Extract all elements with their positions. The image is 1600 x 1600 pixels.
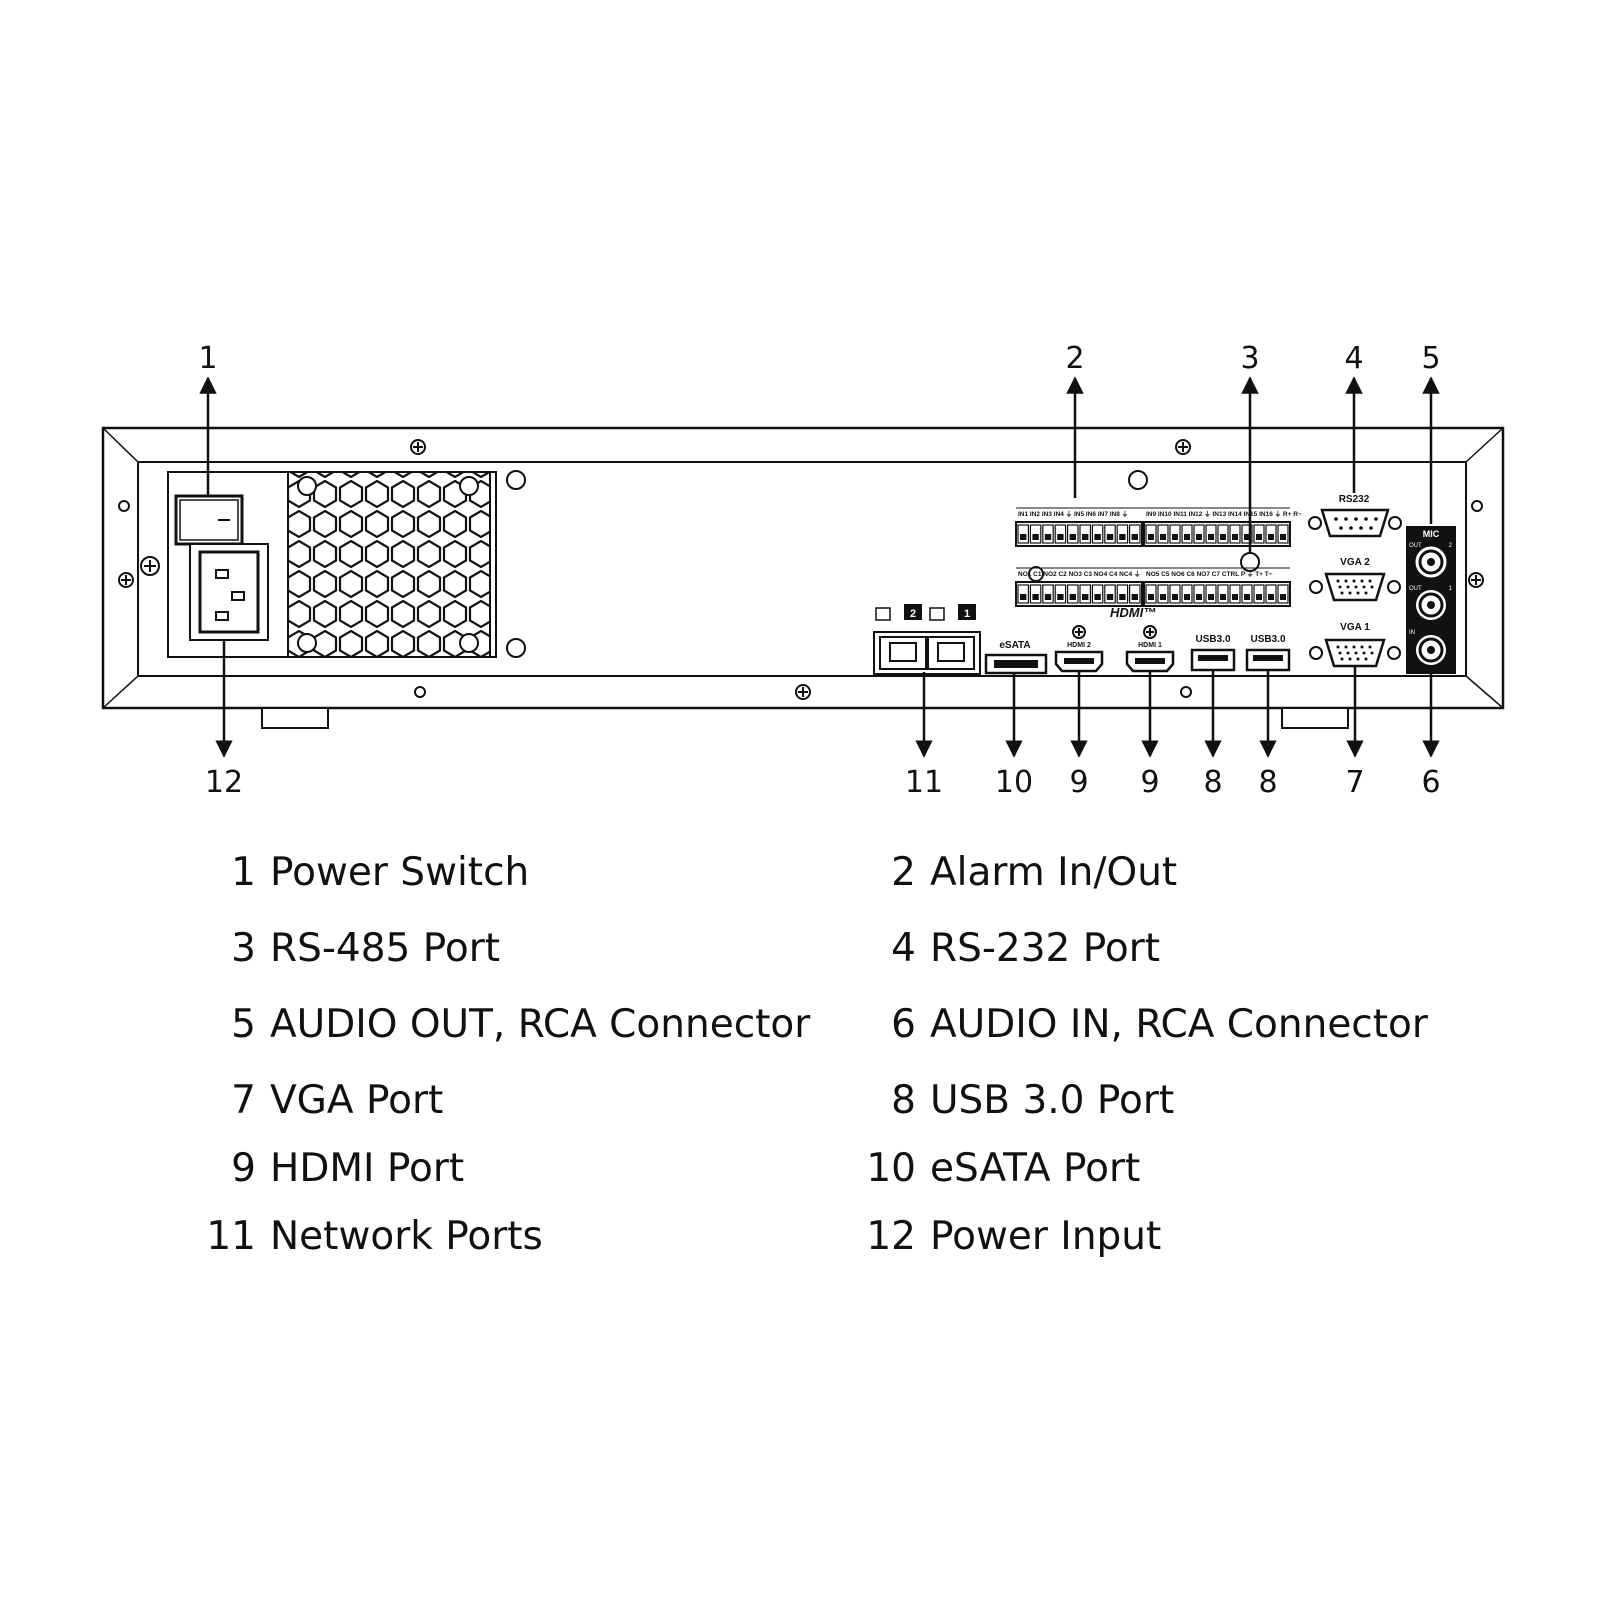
- network-ports: 2 1: [873, 604, 981, 675]
- callout-4: 4: [1344, 341, 1363, 376]
- vga2-connector: VGA 2: [1309, 557, 1401, 602]
- alarm-terminal-block: IN1 IN2 IN3 IN4 ⏚ IN5 IN6 IN7 IN8 ⏚ IN9 …: [1015, 507, 1302, 607]
- network-icon: [929, 607, 945, 621]
- terminal-screw: [1119, 534, 1126, 540]
- usb-ports: USB3.0 USB3.0: [1190, 634, 1291, 672]
- hdmi-logo: HDMI™: [1110, 605, 1156, 620]
- terminal-screw: [1184, 534, 1190, 540]
- terminal-screw: [1232, 534, 1238, 540]
- alarm-in-label-b: IN9 IN10 IN11 IN12 ⏚ IN13 IN14 IN15 IN16…: [1146, 510, 1302, 518]
- terminal-screw: [1057, 594, 1064, 600]
- terminal-screw: [1148, 534, 1154, 540]
- fan-grille: [287, 470, 526, 658]
- terminal-screw: [1184, 594, 1190, 600]
- terminal-screw: [1032, 594, 1039, 600]
- terminal-screw: [1220, 534, 1226, 540]
- callout-8b: 8: [1258, 765, 1277, 800]
- esata-port: eSATA: [984, 640, 1048, 675]
- terminal-screw: [1268, 594, 1274, 600]
- terminal-screw: [1220, 594, 1226, 600]
- callout-9b: 9: [1140, 765, 1159, 800]
- terminal-screw: [1244, 534, 1250, 540]
- terminal-screw: [1256, 594, 1262, 600]
- terminal-screw: [1094, 594, 1101, 600]
- usb-a-label: USB3.0: [1195, 634, 1230, 645]
- usb-b-label: USB3.0: [1250, 634, 1285, 645]
- terminal-screw: [1160, 534, 1166, 540]
- mic-label: MIC: [1423, 529, 1440, 539]
- callout-1: 1: [198, 341, 217, 376]
- callout-2: 2: [1065, 341, 1084, 376]
- terminal-screw: [1106, 534, 1114, 540]
- terminal-screw: [1082, 534, 1089, 540]
- terminal-screw: [1020, 534, 1027, 540]
- terminal-screw: [1069, 594, 1076, 600]
- alarm-out-label-a: NO1 C1 NO2 C2 NO3 C3 NO4 C4 NC4 ⏚: [1018, 570, 1140, 578]
- terminal-screw: [1172, 534, 1178, 540]
- callout-7: 7: [1345, 765, 1364, 800]
- lan1-label: 1: [964, 608, 970, 620]
- terminal-screw: [1280, 594, 1286, 600]
- callout-12: 12: [205, 765, 243, 800]
- rs232-connector: RS232: [1308, 494, 1402, 538]
- alarm-out-label-b: NO5 C5 NO6 C6 NO7 C7 CTRL P ⏚ T+ T−: [1146, 570, 1273, 578]
- terminal-screw: [1208, 534, 1214, 540]
- terminal-screw: [1057, 534, 1064, 540]
- callout-5: 5: [1421, 341, 1440, 376]
- terminal-screw: [1020, 594, 1027, 600]
- terminal-screw: [1106, 594, 1114, 600]
- callout-11: 11: [905, 765, 943, 800]
- terminal-screw: [1082, 594, 1089, 600]
- callout-10: 10: [995, 765, 1033, 800]
- terminal-screw: [1044, 594, 1052, 600]
- lan2-label: 2: [910, 608, 916, 620]
- terminal-screw: [1094, 534, 1101, 540]
- out2-num: 2: [1449, 543, 1453, 549]
- hdmi1-label: HDMI 1: [1138, 642, 1162, 649]
- terminal-screw: [1256, 534, 1262, 540]
- terminal-screw: [1172, 594, 1178, 600]
- callout-3: 3: [1240, 341, 1259, 376]
- rs232-label: RS232: [1339, 494, 1370, 505]
- terminal-screw: [1131, 534, 1138, 540]
- rca-jack-icon: [1415, 546, 1447, 665]
- terminal-screw: [1280, 534, 1286, 540]
- screw-icon: [118, 439, 1484, 700]
- network-icon: [875, 607, 891, 621]
- audio-rca-block: MIC OUT 2 OUT 1 IN: [1406, 526, 1456, 674]
- vga1-connector: VGA 1: [1309, 622, 1401, 668]
- callout-8a: 8: [1203, 765, 1222, 800]
- hdmi2-label: HDMI 2: [1067, 642, 1091, 649]
- in-label: IN: [1409, 630, 1415, 636]
- vga2-label: VGA 2: [1340, 557, 1370, 568]
- terminal-screw: [1196, 534, 1202, 540]
- callout-lines: [199, 376, 1440, 758]
- terminal-screw: [1196, 594, 1202, 600]
- callout-9a: 9: [1069, 765, 1088, 800]
- terminal-screw: [1160, 594, 1166, 600]
- rj45-jack-icon: [879, 636, 975, 670]
- esata-label: eSATA: [999, 640, 1030, 651]
- terminal-screw: [1032, 534, 1039, 540]
- terminal-screw: [1131, 594, 1138, 600]
- vga1-label: VGA 1: [1340, 622, 1370, 633]
- out2-label: OUT: [1409, 543, 1422, 549]
- out1-num: 1: [1449, 586, 1453, 592]
- terminal-screw: [1069, 534, 1076, 540]
- terminal-screw: [1268, 534, 1274, 540]
- terminal-screw: [1148, 594, 1154, 600]
- terminal-screw: [1208, 594, 1214, 600]
- terminal-screw: [1119, 594, 1126, 600]
- terminal-screw: [1044, 534, 1052, 540]
- callout-numbers: 1 2 3 4 5 12 11 10 9 9 8 8 7 6: [198, 341, 1440, 800]
- alarm-in-label-a: IN1 IN2 IN3 IN4 ⏚ IN5 IN6 IN7 IN8 ⏚: [1018, 510, 1128, 518]
- hdmi-ports: HDMI™ HDMI 2 HDMI 1: [1054, 605, 1175, 673]
- callout-6: 6: [1421, 765, 1440, 800]
- out1-label: OUT: [1409, 586, 1422, 592]
- terminal-screw: [1232, 594, 1238, 600]
- terminal-screw: [1244, 594, 1250, 600]
